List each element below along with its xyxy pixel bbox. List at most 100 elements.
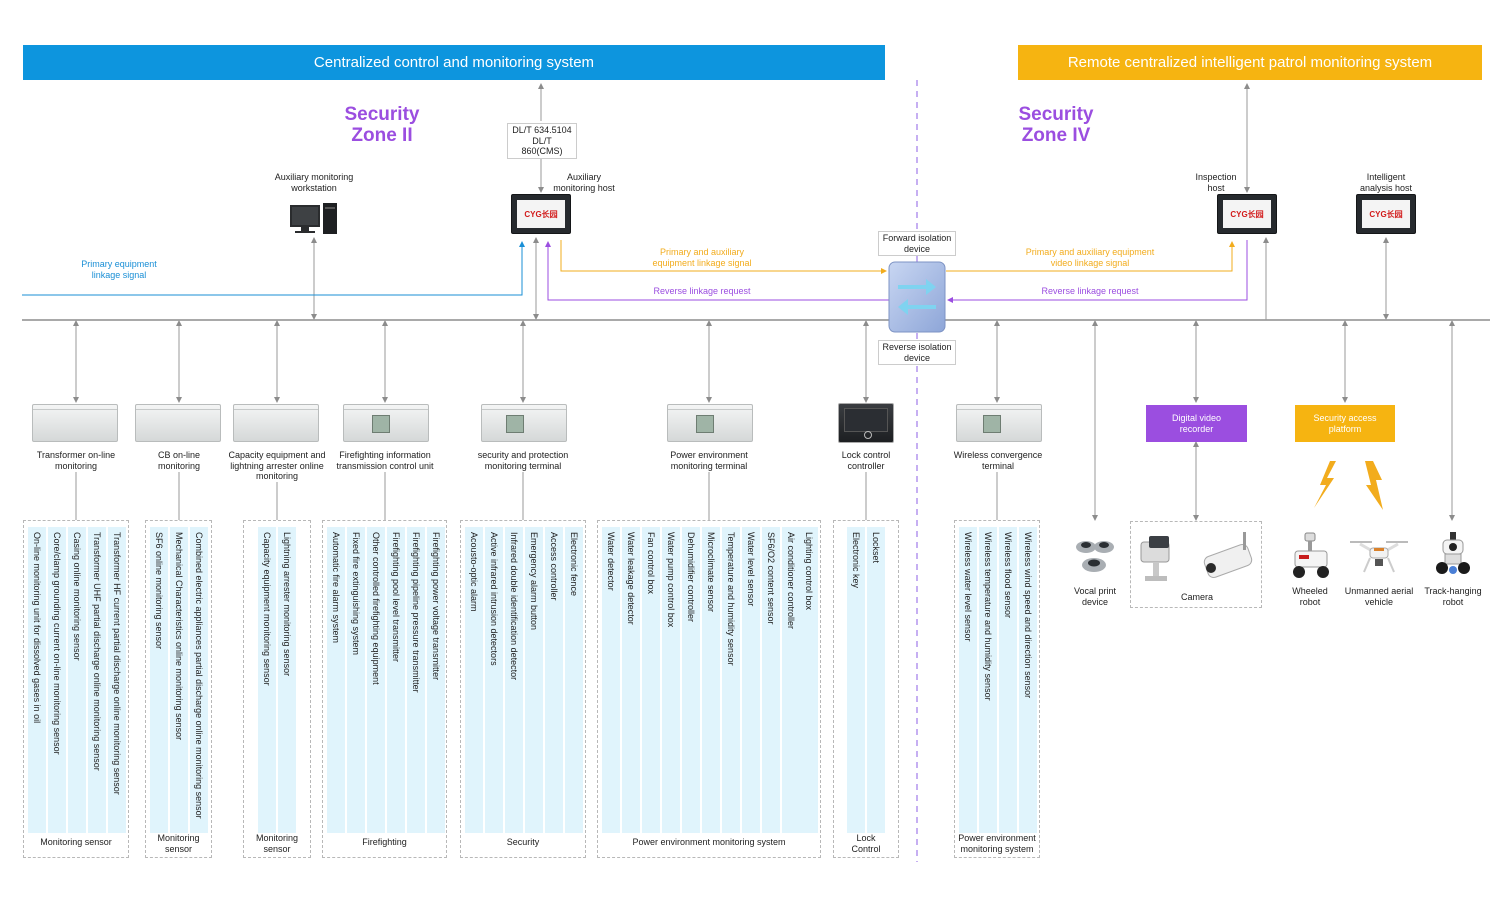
sensor-item: Firefighting power voltage transmitter xyxy=(427,527,445,833)
inspection-host-label: Inspection host xyxy=(1195,172,1237,193)
security-label: security and protection monitoring termi… xyxy=(477,450,569,471)
forward-isolation-label: Forward isolation device xyxy=(878,231,956,256)
sensor-item: Emergency alarm button xyxy=(525,527,543,833)
group-label: Monitoring sensor xyxy=(40,836,112,847)
sensor-item: Air conditioner controller xyxy=(782,527,800,833)
analysis-host-label: Intelligent analysis host xyxy=(1359,172,1413,193)
reverse-linkage-right-label: Reverse linkage request xyxy=(1041,286,1139,296)
sensor-item: Capacity equipment monitoring sensor xyxy=(258,527,276,833)
security-zone-4-label: Security Zone IV xyxy=(1018,104,1094,146)
uav-label: Unmanned aerial vehicle xyxy=(1344,586,1414,607)
sensor-item: Temperature and humidity sensor xyxy=(722,527,740,833)
sensor-item: Microclimate sensor xyxy=(702,527,720,833)
group-label: Security xyxy=(506,836,540,847)
aux-host-label: Auxiliary monitoring host xyxy=(553,172,615,193)
cyg-logo: CYG长园 xyxy=(517,200,565,228)
camera-label: Camera xyxy=(1180,592,1213,602)
sensor-item: Other controlled firefighting equipment xyxy=(367,527,385,833)
video-linkage-label: Primary and auxiliary equipment video li… xyxy=(1025,247,1155,268)
sensor-item: Core/clamp grounding current on-line mon… xyxy=(48,527,66,833)
primary-equipment-linkage-label: Primary equipment linkage signal xyxy=(81,259,157,280)
lock-controller-device xyxy=(838,403,894,443)
sensor-item: Electronic key xyxy=(847,527,865,833)
sensor-item: Transformer UHF partial discharge online… xyxy=(88,527,106,833)
sensor-group-power-env: Water detector Water leakage detector Fa… xyxy=(597,520,821,858)
isolation-device-icon xyxy=(888,261,946,333)
wireless-terminal-device xyxy=(956,404,1042,442)
sensor-group-cb: SF6 online monitoring sensor Mechanical … xyxy=(145,520,212,858)
inspection-host-device: CYG长园 xyxy=(1217,194,1277,234)
sensor-item: Access controller xyxy=(545,527,563,833)
sensor-item: Wireless flood sensor xyxy=(999,527,1017,833)
sensor-item: Combined electric appliances partial dis… xyxy=(190,527,208,833)
reverse-linkage-left-label: Reverse linkage request xyxy=(653,286,751,296)
sensor-item: SF6 online monitoring sensor xyxy=(150,527,168,833)
primary-aux-linkage-label: Primary and auxiliary equipment linkage … xyxy=(652,247,752,268)
transformer-monitoring-device xyxy=(32,404,118,442)
capacity-label: Capacity equipment and lightning arreste… xyxy=(228,450,326,481)
sensor-item: Water leakage detector xyxy=(622,527,640,833)
power-env-terminal-device xyxy=(667,404,753,442)
firefighting-label: Firefighting information transmission co… xyxy=(336,450,434,471)
security-access-platform-box: Security access platform xyxy=(1295,405,1395,442)
sensor-item: Electronic fence xyxy=(565,527,583,833)
computer-workstation-icon xyxy=(290,203,337,234)
reverse-isolation-label: Reverse isolation device xyxy=(878,340,956,365)
sensor-item: Active infrared intrusion detectors xyxy=(485,527,503,833)
sensor-item: Water detector xyxy=(602,527,620,833)
wireless-label: Wireless convergence terminal xyxy=(953,450,1043,471)
security-terminal-device xyxy=(481,404,567,442)
sensor-group-firefighting: Automatic fire alarm system Fixed fire e… xyxy=(322,520,447,858)
sensor-item: Firefighting pipeline pressure transmitt… xyxy=(407,527,425,833)
sensor-item: Acousto-optic alarm xyxy=(465,527,483,833)
security-zone-2-label: Security Zone II xyxy=(344,104,420,146)
sensor-item: Fan control box xyxy=(642,527,660,833)
digital-video-recorder-box: Digital video recorder xyxy=(1146,405,1247,442)
group-label: Monitoring sensor xyxy=(157,833,200,854)
cyg-logo: CYG长园 xyxy=(1223,200,1271,228)
sensor-item: Wireless temperature and humidity sensor xyxy=(979,527,997,833)
sensor-group-lock: Electronic key Lockset Lock Control xyxy=(833,520,899,858)
sensor-item: Wireless water level sensor xyxy=(959,527,977,833)
camera-group: Camera xyxy=(1130,521,1262,608)
sensor-item: On-line monitoring unit for dissolved ga… xyxy=(28,527,46,833)
sensor-item: Firefighting pool level transmitter xyxy=(387,527,405,833)
protocol-line-2: DL/T 860(CMS) xyxy=(521,135,563,157)
sensor-item: Water pump control box xyxy=(662,527,680,833)
lightning-icon xyxy=(1314,461,1336,508)
aux-workstation-label: Auxiliary monitoring workstation xyxy=(274,172,354,193)
sensor-item: Transformer HF current partial discharge… xyxy=(108,527,126,833)
remote-patrol-banner: Remote centralized intelligent patrol mo… xyxy=(1018,45,1482,80)
protocol-line-1: DL/T 634.5104 xyxy=(512,125,572,135)
power-env-label: Power environment monitoring terminal xyxy=(670,450,748,471)
protocol-box: DL/T 634.5104 DL/T 860(CMS) xyxy=(507,123,577,159)
sensor-item: Automatic fire alarm system xyxy=(327,527,345,833)
sensor-item: Lighting control box xyxy=(800,527,818,833)
firefighting-unit-device xyxy=(343,404,429,442)
group-label: Lock Control xyxy=(851,833,881,854)
camera-icon xyxy=(1140,532,1253,581)
group-label: Monitoring sensor xyxy=(255,833,299,854)
lock-label: Lock control controller xyxy=(841,450,891,471)
track-robot-label: Track-hanging robot xyxy=(1424,586,1482,607)
sensor-item: Water level sensor xyxy=(742,527,760,833)
transformer-label: Transformer on-line monitoring xyxy=(36,450,116,471)
cb-label: CB on-line monitoring xyxy=(157,450,201,471)
intelligent-analysis-host-device: CYG长园 xyxy=(1356,194,1416,234)
uav-icon xyxy=(1350,541,1408,573)
cb-monitoring-device xyxy=(135,404,221,442)
vocal-print-device-icon xyxy=(1076,541,1114,572)
sensor-group-wireless: Wireless water level sensor Wireless tem… xyxy=(954,520,1040,858)
sensor-item: Infrared double identification detector xyxy=(505,527,523,833)
aux-monitoring-host-device: CYG长园 xyxy=(511,194,571,234)
sensor-item: Lockset xyxy=(867,527,885,833)
sensor-item: Mechanical Characteristics online monito… xyxy=(170,527,188,833)
sensor-group-capacity: Capacity equipment monitoring sensor Lig… xyxy=(243,520,311,858)
sensor-item: Casing online monitoring sensor xyxy=(68,527,86,833)
group-label: Firefighting xyxy=(362,836,407,847)
group-label: Power environment monitoring system xyxy=(958,833,1036,854)
centralized-control-banner: Centralized control and monitoring syste… xyxy=(23,45,885,80)
sensor-group-transformer: On-line monitoring unit for dissolved ga… xyxy=(23,520,129,858)
wheeled-robot-label: Wheeled robot xyxy=(1292,586,1328,607)
